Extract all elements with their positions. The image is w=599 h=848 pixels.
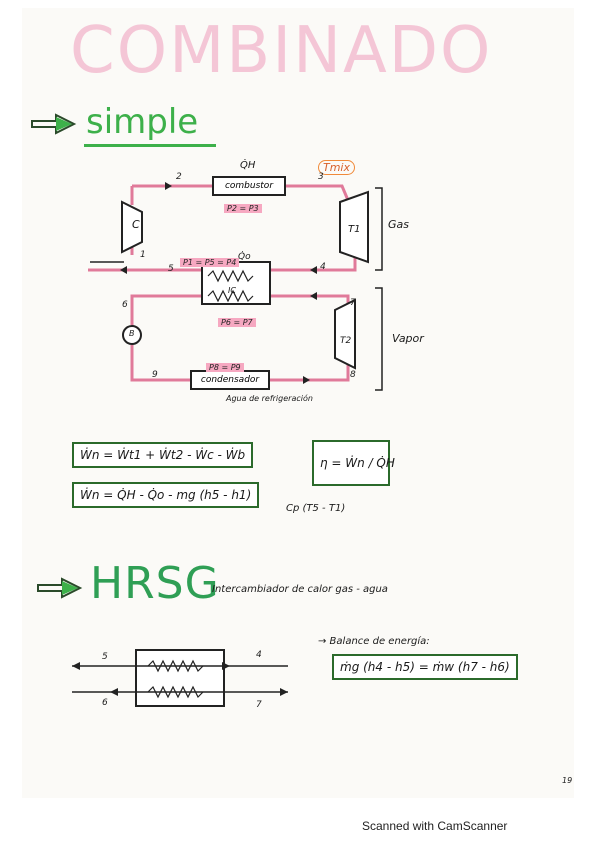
scanner-footer: Scanned with CamScanner <box>362 819 508 833</box>
heat-input-label: Q̇H <box>240 160 256 171</box>
pump-label: B <box>129 329 135 338</box>
tmix-label: Tmix <box>318 160 356 175</box>
arrow-right-icon <box>31 113 77 135</box>
turbine1-label: T1 <box>348 224 361 235</box>
cycle-diagram <box>88 182 383 391</box>
compressor-label: C <box>132 218 140 231</box>
turbine2-label: T2 <box>340 336 352 346</box>
combustor-box: combustor <box>212 176 286 196</box>
energy-balance-equation: ṁg (h4 - h5) = ṁw (h7 - h6) <box>332 654 518 680</box>
page-number: 19 <box>562 776 573 785</box>
heat-out-label: Q̇o <box>238 252 251 262</box>
ic-label: IC <box>228 286 236 295</box>
hrsg-node-7: 7 <box>256 700 262 710</box>
efficiency-equation: η = Ẇn / Q̇H <box>312 440 395 486</box>
energy-balance-label: → Balance de energía: <box>318 636 430 647</box>
node-1: 1 <box>140 250 146 260</box>
node-9: 9 <box>152 370 158 380</box>
hrsg-diagram <box>72 649 288 707</box>
hrsg-node-6: 6 <box>102 698 108 708</box>
p8p9-label: P8 = P9 <box>206 355 244 374</box>
node-3: 3 <box>318 172 324 182</box>
net-work-equation: Ẇn = Ẇt1 + Ẇt2 - Ẇc - Ẇb <box>72 442 254 468</box>
arrow-right-icon <box>37 577 83 599</box>
hrsg-subtitle: Intercambiador de calor gas - agua <box>212 584 388 595</box>
vapor-label: Vapor <box>392 332 424 345</box>
gas-label: Gas <box>388 218 409 231</box>
node-7: 7 <box>350 298 356 308</box>
p2p3-label: P2 = P3 <box>224 196 262 215</box>
node-5: 5 <box>168 264 174 274</box>
node-4: 4 <box>320 262 326 272</box>
p1p5p4-label: P1 = P5 = P4 <box>180 250 240 269</box>
node-2: 2 <box>176 172 182 182</box>
hrsg-node-5: 5 <box>102 652 108 662</box>
hrsg-node-4: 4 <box>256 650 262 660</box>
cp-note: Cp (T5 - T1) <box>286 503 346 514</box>
underline <box>84 144 216 147</box>
section-hrsg-heading: HRSG <box>90 558 220 609</box>
net-work-equation-2: Ẇn = Q̇H - Q̇o - mg (h5 - h1) <box>72 482 260 508</box>
cooling-water-label: Agua de refrigeración <box>226 394 313 403</box>
node-8: 8 <box>350 370 356 380</box>
section-simple-heading: simple <box>86 102 199 142</box>
p6p7-label: P6 = P7 <box>218 310 256 329</box>
node-6: 6 <box>122 300 128 310</box>
page-title: COMBINADO <box>70 14 493 88</box>
